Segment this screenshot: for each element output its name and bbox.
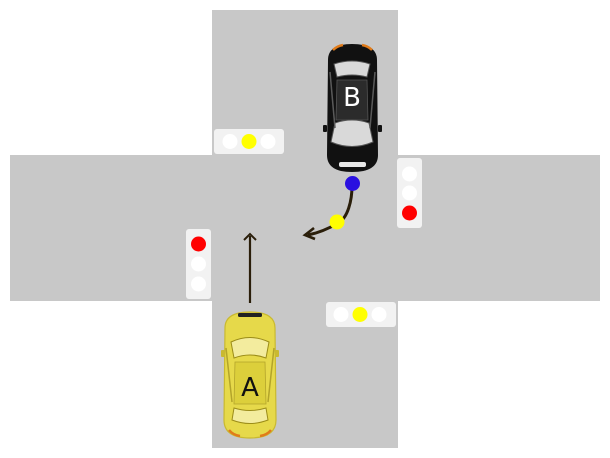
- turn-start-marker: [345, 176, 360, 191]
- car-b-turn-arrow: [302, 176, 360, 241]
- lamp-top: [191, 236, 206, 252]
- car-a-windshield: [230, 337, 270, 359]
- car-b-label: B: [343, 83, 361, 113]
- traffic-light-south: [326, 302, 396, 327]
- traffic-light-west: [186, 229, 211, 299]
- turn-mid-marker: [329, 214, 345, 230]
- lamp-middle: [191, 256, 206, 272]
- car-a-path-arrow: [243, 232, 257, 303]
- car-b-windshield: [330, 119, 374, 147]
- car-a: A: [221, 311, 279, 439]
- lamp-left: [222, 134, 238, 149]
- lamp-right: [260, 134, 276, 149]
- road-network: [10, 10, 600, 448]
- car-b-roof: [335, 79, 369, 121]
- traffic-light-north: [214, 129, 284, 154]
- lamp-center: [241, 134, 257, 149]
- lamp-middle: [402, 185, 417, 201]
- car-a-roof: [233, 361, 267, 405]
- car-a-label: A: [241, 373, 259, 403]
- car-b-rear-window: [333, 60, 371, 78]
- car-a-rear-window: [231, 407, 269, 424]
- lamp-right: [371, 307, 387, 322]
- lamp-top: [402, 166, 417, 182]
- car-b: B: [323, 43, 382, 172]
- lamp-bottom: [402, 205, 417, 221]
- traffic-light-east: [397, 158, 422, 228]
- lamp-center: [352, 307, 368, 322]
- road-horizontal: [10, 155, 600, 301]
- lamp-bottom: [191, 276, 206, 292]
- lamp-left: [333, 307, 349, 322]
